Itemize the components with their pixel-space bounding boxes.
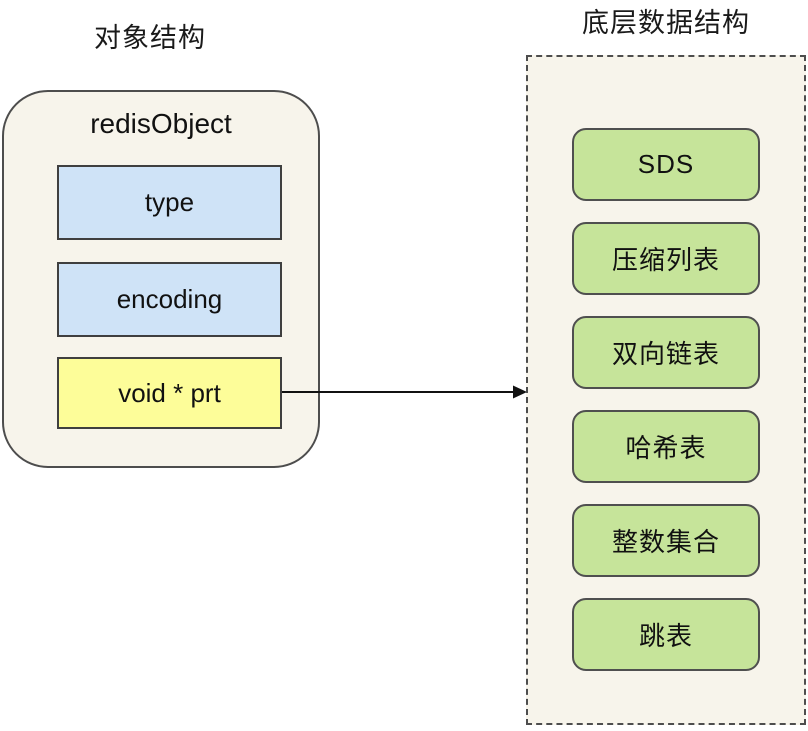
field-void-ptr: void * prt [57,357,282,429]
field-type: type [57,165,282,240]
field-encoding: encoding [57,262,282,337]
structure-item-sds: SDS [572,128,760,201]
structure-item-hashtable: 哈希表 [572,410,760,483]
underlying-structures-container: SDS 压缩列表 双向链表 哈希表 整数集合 跳表 [526,55,806,725]
object-structure-title: 对象结构 [94,23,206,53]
underlying-structures-title: 底层数据结构 [582,8,750,38]
structure-item-skiplist: 跳表 [572,598,760,671]
structure-item-ziplist: 压缩列表 [572,222,760,295]
struct-name-label: redisObject [90,108,232,139]
structure-item-linkedlist: 双向链表 [572,316,760,389]
redis-object-container: redisObject type encoding void * prt [2,90,320,468]
pointer-arrow-icon [282,385,527,399]
structure-item-intset: 整数集合 [572,504,760,577]
